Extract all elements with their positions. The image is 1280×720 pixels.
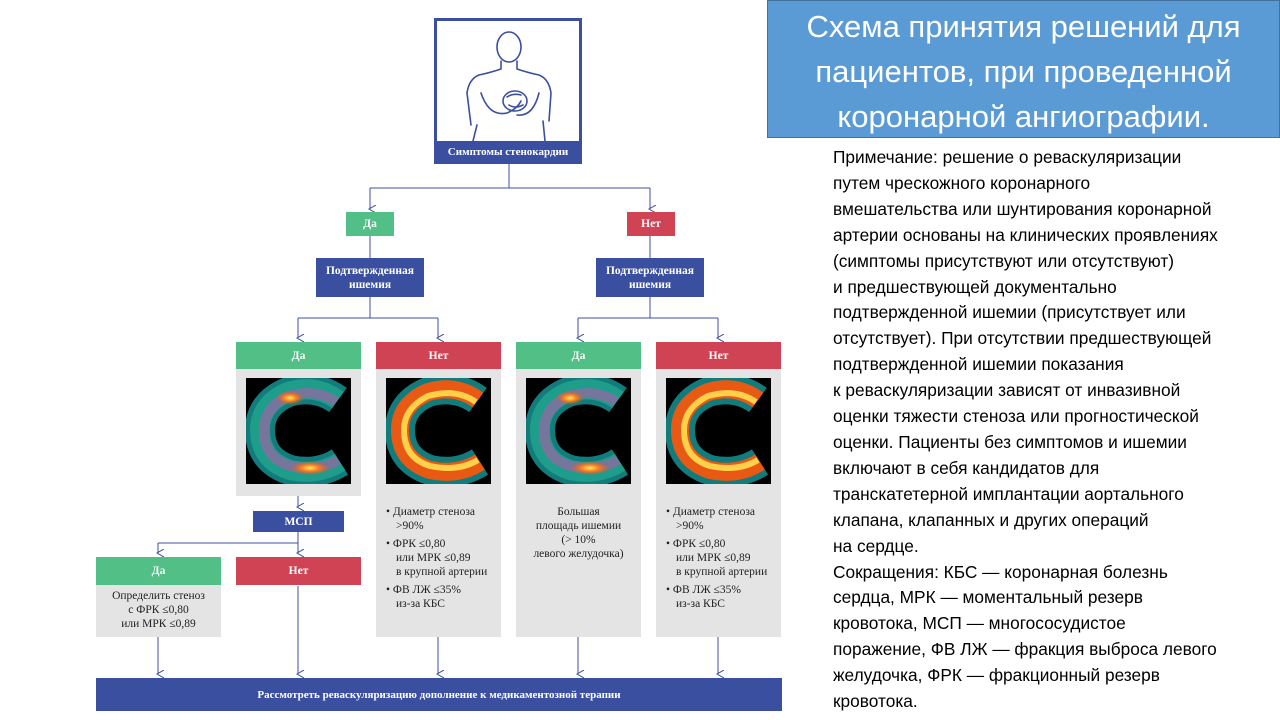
note-line: Примечание: решение о реваскуляризации bbox=[833, 147, 1182, 167]
stenosis-text: Определить стеноз с ФРК ≤0,80 или МРК ≤0… bbox=[98, 589, 219, 631]
perfusion-scan-image bbox=[666, 378, 771, 484]
criteria-item: в крупной артерии bbox=[676, 566, 768, 578]
stenosis-line: с ФРК ≤0,80 bbox=[128, 604, 189, 616]
criteria-item: • Диаметр стеноза bbox=[386, 506, 475, 518]
yes-label-col1: Да bbox=[236, 342, 361, 369]
note-line: подтвержденной ишемии (присутствует или bbox=[833, 302, 1186, 323]
note-line: подтвержденной ишемии показания bbox=[833, 354, 1124, 375]
no-label-msp: Нет bbox=[236, 557, 361, 585]
criteria-item: • ФВ ЛЖ ≤35% bbox=[386, 584, 461, 596]
criteria-item: из-за КБС bbox=[676, 598, 725, 610]
stenosis-panel: Определить стеноз с ФРК ≤0,80 или МРК ≤0… bbox=[96, 585, 221, 637]
note-line: артерии основаны на клинических проявлен… bbox=[833, 224, 1218, 245]
ischemia-text-1: Подтвержденная bbox=[605, 264, 695, 277]
slide-title: Схема принятия решений для пациентов, пр… bbox=[767, 0, 1280, 138]
perfusion-scan-image bbox=[386, 378, 491, 484]
perfusion-scan-image bbox=[526, 378, 631, 484]
note-line: к реваскуляризации зависят от инвазивной bbox=[833, 380, 1181, 401]
scan-panel-col3: Большая площадь ишемии (> 10% левого жел… bbox=[516, 369, 641, 637]
note-line: поражение, ФВ ЛЖ — фракция выброса левог… bbox=[833, 639, 1217, 660]
note-text: Примечание: решение о реваскуляризации п… bbox=[833, 145, 1273, 715]
note-line: оценки. Пациенты без симптомов и ишемии bbox=[833, 431, 1187, 452]
criteria-item: или МРК ≤0,89 bbox=[676, 552, 751, 564]
yes-label-col3: Да bbox=[516, 342, 641, 369]
note-line: на сердце. bbox=[833, 535, 919, 556]
perfusion-scan-image bbox=[246, 378, 351, 484]
criteria-item: или МРК ≤0,89 bbox=[396, 552, 471, 564]
criteria-item: • Диаметр стеноза bbox=[666, 506, 755, 518]
scan-panel-col1 bbox=[236, 369, 361, 496]
note-line: оценки тяжести стеноза или прогностическ… bbox=[833, 406, 1199, 427]
no-label-l1-right: Нет bbox=[627, 212, 675, 236]
criteria-item: >90% bbox=[396, 520, 424, 532]
criteria-item: • ФВ ЛЖ ≤35% bbox=[666, 584, 741, 596]
criteria-item: в крупной артерии bbox=[396, 566, 488, 578]
stenosis-line: или МРК ≤0,89 bbox=[121, 618, 196, 630]
note-line: вмешательства или шунтирования коронарно… bbox=[833, 198, 1212, 219]
note-line: путем чрескожного коронарного bbox=[833, 172, 1091, 193]
criteria-list-col2: • Диаметр стеноза >90% • ФРК ≤0,80 или М… bbox=[386, 505, 498, 611]
ischemia-text-2: ишемия bbox=[348, 278, 392, 291]
note-line: кровотока, МСП — многососудистое bbox=[833, 613, 1126, 634]
note-line: и предшествующей документально bbox=[833, 276, 1117, 297]
yes-label-l1-left: Да bbox=[346, 212, 394, 236]
confirmed-ischemia-box-left: Подтвержденная ишемия bbox=[316, 258, 424, 297]
person-chest-pain-icon bbox=[466, 31, 552, 142]
criteria-list-col4: • Диаметр стеноза >90% • ФРК ≤0,80 или М… bbox=[666, 505, 778, 611]
msp-box: МСП bbox=[253, 511, 344, 532]
note-line: Сокращения: КБС — коронарная болезнь bbox=[833, 561, 1168, 582]
note-line: желудочка, ФРК — фракционный резерв bbox=[833, 665, 1160, 686]
criteria-item: • ФРК ≤0,80 bbox=[386, 538, 446, 550]
large-area-line: Большая bbox=[557, 506, 600, 518]
large-area-line: (> 10% bbox=[561, 534, 596, 546]
note-line: отсутствует). При отсутствии предшествую… bbox=[833, 328, 1212, 349]
no-label-col2: Нет bbox=[376, 342, 501, 369]
revascularization-bar: Рассмотреть реваскуляризацию дополнение … bbox=[96, 678, 782, 711]
criteria-item: • ФРК ≤0,80 bbox=[666, 538, 726, 550]
note-line: транскатетерной имплантации аортального bbox=[833, 483, 1184, 504]
symptoms-label: Симптомы стенокардии bbox=[434, 141, 582, 164]
note-line: сердца, МРК — моментальный резерв bbox=[833, 587, 1143, 608]
note-line: (симптомы присутствуют или отсутствуют) bbox=[833, 250, 1175, 271]
note-line: клапана, клапанных и других операций bbox=[833, 509, 1149, 530]
large-area-line: площадь ишемии bbox=[535, 520, 622, 532]
scan-panel-col4: • Диаметр стеноза >90% • ФРК ≤0,80 или М… bbox=[656, 369, 781, 637]
ischemia-text-2: ишемия bbox=[628, 278, 672, 291]
criteria-item: >90% bbox=[676, 520, 704, 532]
criteria-item: из-за КБС bbox=[396, 598, 445, 610]
symptoms-box bbox=[434, 18, 582, 164]
note-line: включают в себя кандидатов для bbox=[833, 457, 1100, 478]
no-label-col4: Нет bbox=[656, 342, 781, 369]
ischemia-text-1: Подтвержденная bbox=[325, 264, 415, 277]
large-area-text: Большая площадь ишемии (> 10% левого жел… bbox=[520, 505, 637, 561]
large-area-line: левого желудочка) bbox=[533, 548, 624, 560]
note-line: кровотока. bbox=[833, 691, 918, 712]
yes-label-msp: Да bbox=[96, 557, 221, 585]
confirmed-ischemia-box-right: Подтвержденная ишемия bbox=[596, 258, 704, 297]
stenosis-line: Определить стеноз bbox=[112, 590, 205, 602]
scan-panel-col2: • Диаметр стеноза >90% • ФРК ≤0,80 или М… bbox=[376, 369, 501, 637]
